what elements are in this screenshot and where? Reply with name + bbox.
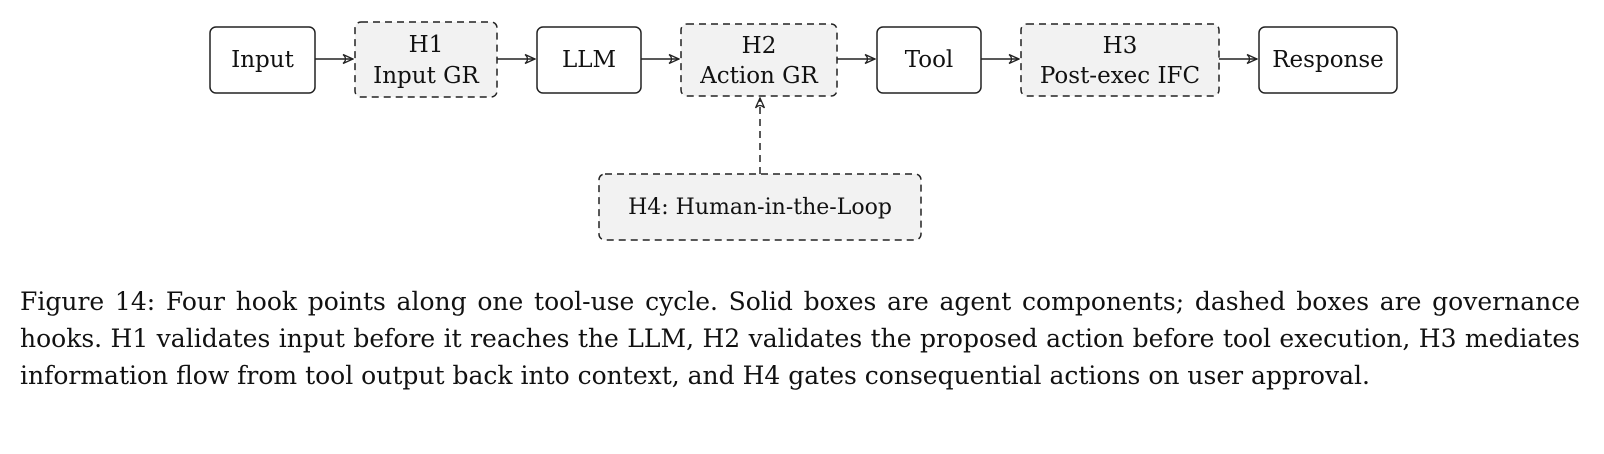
node-llm: LLM: [536, 26, 642, 94]
node-response: Response: [1258, 26, 1398, 94]
node-input: Input: [209, 26, 316, 94]
node-h4-label: H4: Human-in-the-Loop: [628, 195, 892, 220]
node-tool: Tool: [876, 26, 982, 94]
node-h3-post-exec-ifc: H3 Post-exec IFC: [1020, 23, 1220, 97]
node-tool-label: Tool: [905, 47, 954, 73]
node-h2-action-guardrail: H2 Action GR: [680, 23, 838, 97]
node-llm-label: LLM: [562, 47, 616, 73]
hook-points-diagram: Input H1 Input GR LLM H2 Action GR Tool …: [209, 21, 1398, 241]
node-h3-title: H3: [1103, 33, 1138, 59]
node-response-label: Response: [1272, 47, 1384, 73]
node-h2-title: H2: [742, 33, 777, 59]
node-h1-subtitle: Input GR: [373, 63, 479, 89]
node-input-label: Input: [231, 47, 294, 73]
figure-caption: Figure 14: Four hook points along one to…: [20, 287, 1580, 390]
node-h3-subtitle: Post-exec IFC: [1040, 63, 1200, 89]
node-h1-input-guardrail: H1 Input GR: [354, 21, 498, 98]
node-h4-human-in-the-loop: H4: Human-in-the-Loop: [598, 173, 922, 241]
node-h2-subtitle: Action GR: [699, 63, 818, 89]
node-h1-title: H1: [409, 32, 444, 58]
